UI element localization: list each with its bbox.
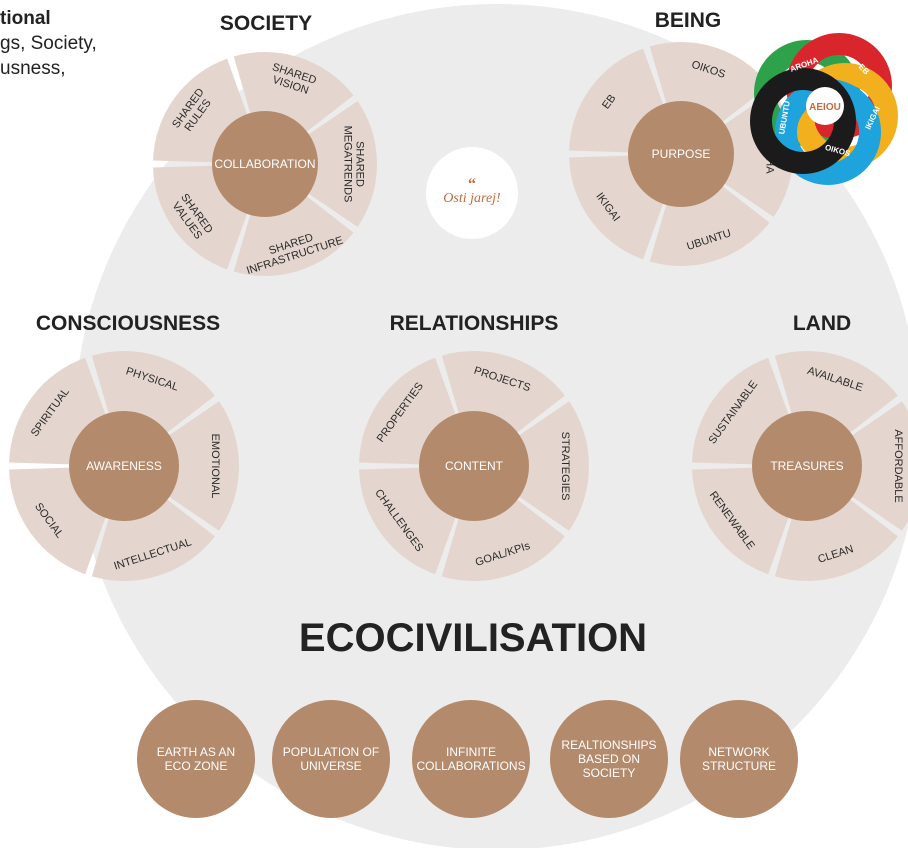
wheel-relationships: PROJECTSSTRATEGIESGOAL/KPIsCHALLENGESPRO… <box>359 312 589 581</box>
logo-center-label: AEIOU <box>809 102 841 113</box>
center-circle-land <box>752 411 862 521</box>
bubble-earth-eco-zone: EARTH AS AN ECO ZONE <box>137 700 255 818</box>
wheel-title-society: SOCIETY <box>220 12 312 35</box>
wheel-consciousness: PHYSICALEMOTIONALINTELLECTUALSOCIALSPIRI… <box>9 312 239 581</box>
intro-line-2: usness, <box>0 58 66 79</box>
center-circle-consciousness <box>69 411 179 521</box>
center-label-being: PURPOSE <box>652 147 711 161</box>
bubble-infinite-collaborations: INFINITE COLLABORATIONS <box>412 700 530 818</box>
center-label-society: COLLABORATION <box>214 157 315 171</box>
segment-relationships-1 <box>478 401 589 531</box>
main-title: ECOCIVILISATION <box>299 616 647 660</box>
wheel-society: SHAREDVISIONSHAREDMEGATRENDSSHAREDINFRAS… <box>153 12 378 277</box>
quote-text: Osti jarej! <box>443 191 501 206</box>
quote-bubble: “ Osti jarej! <box>426 147 518 239</box>
center-circle-being <box>628 101 734 207</box>
wheel-land: AVAILABLEAFFORDABLECLEANRENEWABLESUSTAIN… <box>692 312 908 581</box>
wheel-title-land: LAND <box>793 312 851 335</box>
logo-ring-4 <box>750 68 856 174</box>
segment-label-relationships-1: STRATEGIES <box>559 432 571 501</box>
center-circle-relationships <box>419 411 529 521</box>
segment-society-1 <box>269 101 378 227</box>
intro-text: tional gs, Society, usness, <box>0 6 150 81</box>
center-label-relationships: CONTENT <box>445 459 504 473</box>
bubble-relationships-society: REALTIONSHIPS BASED ON SOCIETY <box>550 700 668 818</box>
quote-mark-icon: “ <box>468 176 476 193</box>
center-label-consciousness: AWARENESS <box>86 459 162 473</box>
segment-label-society-1: SHAREDMEGATRENDS <box>342 126 366 203</box>
bubble-population: POPULATION OF UNIVERSE <box>272 700 390 818</box>
bubble-network-structure: NETWORK STRUCTURE <box>680 700 798 818</box>
center-circle-society <box>212 111 318 217</box>
logo-center <box>806 87 844 125</box>
wheel-title-consciousness: CONSCIOUSNESS <box>36 312 220 335</box>
segment-label-consciousness-1: EMOTIONAL <box>209 434 221 499</box>
intro-title: tional <box>0 8 51 29</box>
segment-consciousness-1 <box>128 401 239 531</box>
wheel-title-relationships: RELATIONSHIPS <box>390 312 559 335</box>
intro-line-1: gs, Society, <box>0 33 97 54</box>
segment-label-land-1: AFFORDABLE <box>892 429 904 502</box>
center-label-land: TREASURES <box>770 459 843 473</box>
wheel-title-being: BEING <box>655 9 722 32</box>
